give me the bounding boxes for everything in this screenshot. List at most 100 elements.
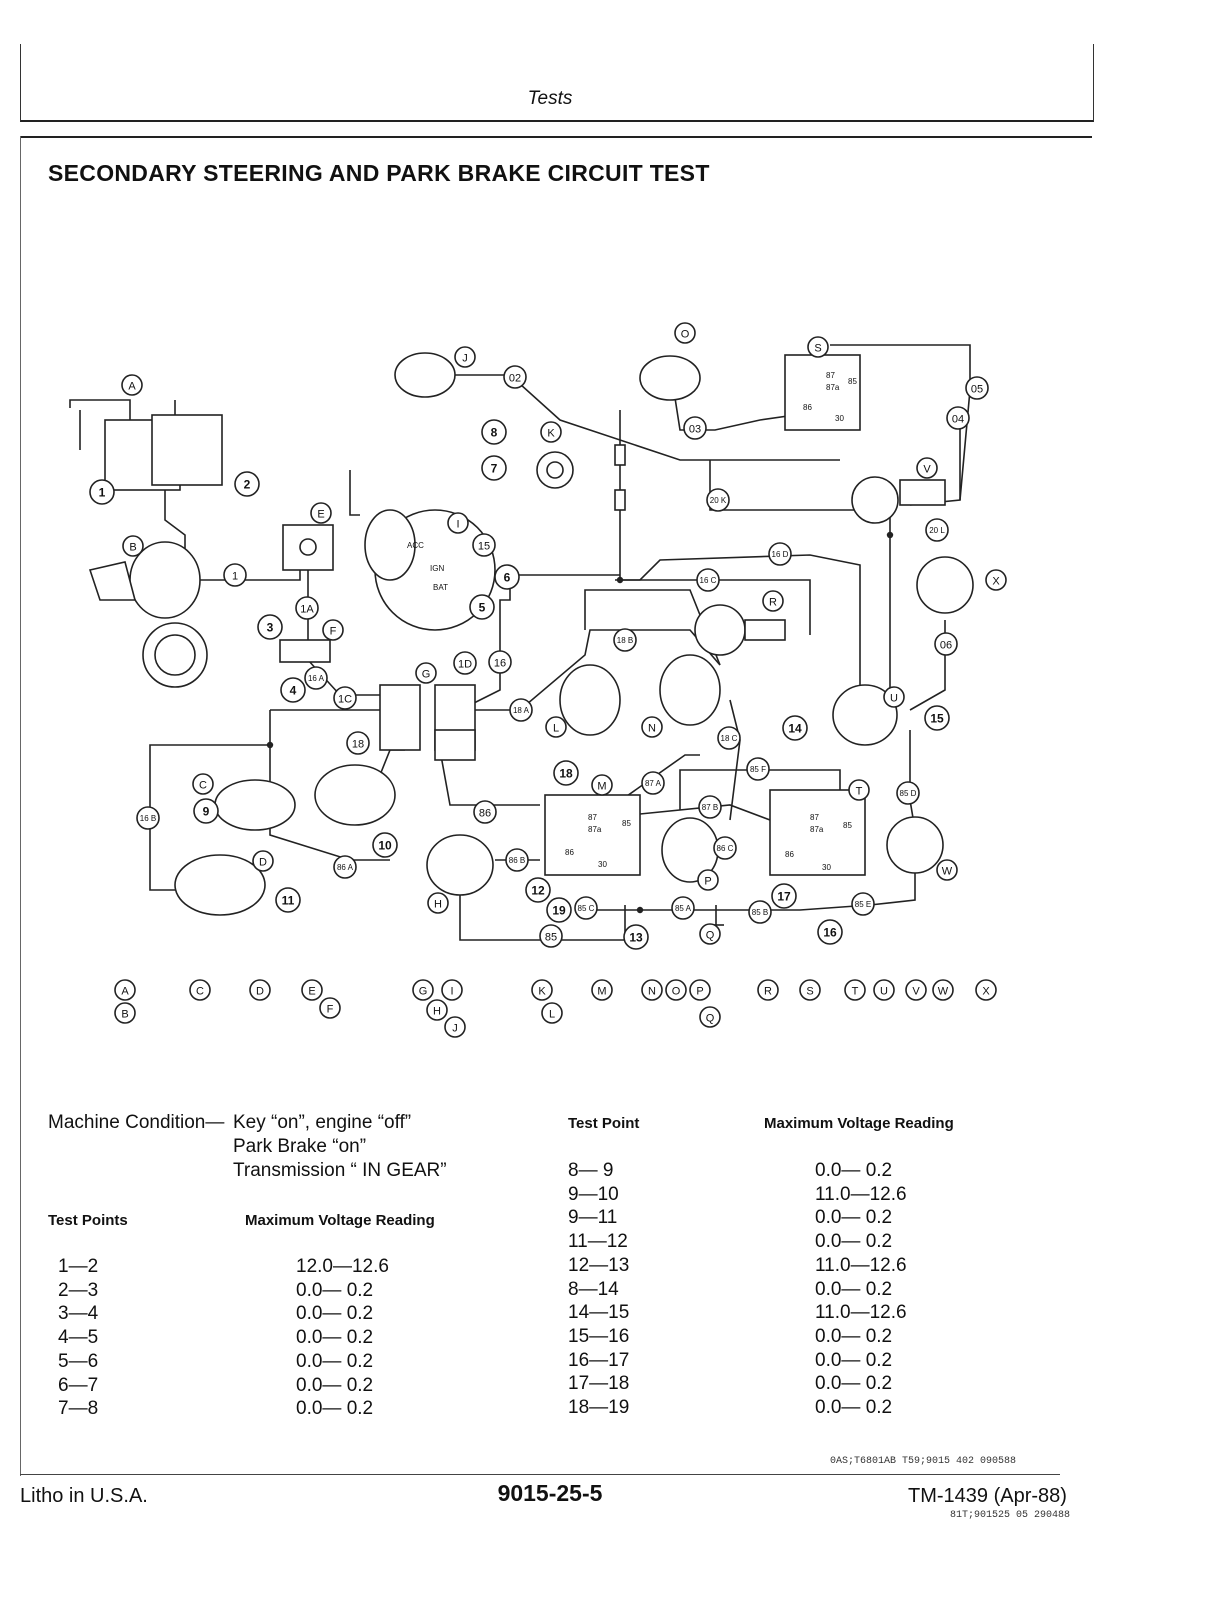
- right-table-voltage-reading: 0.0— 0.2: [815, 1231, 893, 1253]
- component-label-s: S: [807, 336, 829, 358]
- wire-85d: [909, 730, 916, 831]
- sensor-r: [694, 604, 746, 656]
- svg-text:85: 85: [545, 932, 557, 944]
- component-label-i: I: [447, 512, 469, 534]
- condition-line-1: Key “on”, engine “off”: [233, 1112, 412, 1133]
- right-table-test-points: 8—14: [568, 1278, 619, 1300]
- svg-text:N: N: [648, 723, 656, 735]
- svg-text:F: F: [330, 626, 337, 638]
- svg-text:E: E: [317, 509, 324, 521]
- legend-a: A: [114, 979, 136, 1001]
- svg-text:05: 05: [971, 384, 983, 396]
- sensor-r-body: [744, 619, 786, 641]
- wire-label-1a: 1A: [295, 596, 319, 620]
- motor-v: [851, 476, 899, 524]
- left-table-voltage-reading: 0.0— 0.2: [296, 1350, 374, 1372]
- svg-text:G: G: [422, 669, 431, 681]
- test-point-1: 1: [89, 479, 115, 505]
- wire-label-85-c: 85 C: [574, 896, 598, 920]
- relay-t-30: 30: [822, 863, 831, 872]
- terminal-block-f: [279, 639, 331, 663]
- relay-m-87a: 87a: [588, 825, 602, 834]
- svg-text:15: 15: [930, 712, 944, 726]
- svg-text:7: 7: [491, 462, 498, 476]
- svg-text:18: 18: [352, 739, 364, 751]
- junction-dot: [636, 906, 644, 914]
- svg-text:K: K: [547, 428, 555, 440]
- wire-label-86-c: 86 C: [713, 836, 737, 860]
- svg-text:Q: Q: [706, 1013, 715, 1025]
- svg-text:L: L: [549, 1009, 555, 1021]
- svg-text:V: V: [923, 464, 931, 476]
- wiring-diagram: ABCDEFGHIJKLMNOPQRSTUVWX1234567891011121…: [69, 322, 1007, 1038]
- left-table-test-points: 2—3: [58, 1279, 99, 1301]
- left-table-header-points: Test Points: [48, 1212, 128, 1229]
- wire-label-16: 16: [488, 650, 512, 674]
- relay-t: [769, 789, 866, 876]
- svg-text:4: 4: [290, 684, 297, 698]
- component-label-k: K: [540, 421, 562, 443]
- right-table-test-points: 16—17: [568, 1349, 630, 1371]
- svg-text:86: 86: [479, 808, 491, 820]
- svg-text:V: V: [912, 986, 920, 998]
- legend-p: P: [689, 979, 711, 1001]
- test-point-9: 9: [193, 798, 219, 824]
- svg-text:87 A: 87 A: [645, 779, 662, 788]
- footer-left: Litho in U.S.A.: [20, 1485, 148, 1507]
- relay-m: [544, 794, 641, 876]
- solenoid-j: [394, 352, 456, 398]
- wire-label-86: 86: [473, 800, 497, 824]
- wire-16: [499, 574, 620, 625]
- wire-label-16-a: 16 A: [304, 666, 328, 690]
- svg-text:P: P: [704, 876, 711, 888]
- legend-h: H: [426, 999, 448, 1021]
- wire-label-04: 04: [946, 406, 970, 430]
- right-table-voltage-reading: 0.0— 0.2: [815, 1373, 893, 1395]
- relay-m-85: 85: [622, 819, 631, 828]
- wire-label-18-b: 18 B: [613, 628, 637, 652]
- component-label-c: C: [192, 773, 214, 795]
- svg-text:1: 1: [232, 571, 238, 583]
- svg-text:P: P: [696, 986, 703, 998]
- svg-text:A: A: [121, 986, 129, 998]
- right-table-test-points: 9—10: [568, 1183, 619, 1205]
- switch-w: [886, 816, 944, 874]
- wire-label-85: 85: [539, 924, 563, 948]
- wire-86: [439, 749, 540, 806]
- legend-s: S: [799, 979, 821, 1001]
- svg-text:C: C: [196, 986, 204, 998]
- svg-text:3: 3: [267, 621, 274, 635]
- component-label-w: W: [936, 859, 958, 881]
- test-point-3: 3: [257, 614, 283, 640]
- legend-w: W: [932, 979, 954, 1001]
- svg-text:16 A: 16 A: [308, 674, 325, 683]
- svg-text:G: G: [419, 986, 428, 998]
- title-rule: [20, 136, 1092, 138]
- component-label-l: L: [545, 716, 567, 738]
- right-table-test-points: 11—12: [568, 1231, 628, 1253]
- junction-dot: [886, 531, 894, 539]
- svg-text:19: 19: [552, 904, 566, 918]
- legend-r: R: [757, 979, 779, 1001]
- svg-text:15: 15: [478, 541, 490, 553]
- svg-text:86 A: 86 A: [337, 863, 354, 872]
- wire-label-16-c: 16 C: [696, 568, 720, 592]
- battery-neg: [69, 399, 131, 420]
- svg-text:13: 13: [629, 931, 643, 945]
- svg-text:U: U: [880, 986, 888, 998]
- legend-q: Q: [699, 1006, 721, 1028]
- svg-text:18 C: 18 C: [721, 734, 738, 743]
- junction-dot: [616, 576, 624, 584]
- right-table-test-points: 8— 9: [568, 1160, 614, 1181]
- wire-label-03: 03: [683, 416, 707, 440]
- left-table-test-points: 7—8: [58, 1398, 99, 1420]
- test-point-14: 14: [782, 715, 808, 741]
- left-margin-rule: [20, 136, 21, 1476]
- left-table-voltage-reading: 0.0— 0.2: [296, 1279, 374, 1301]
- switch-h: [426, 834, 494, 896]
- svg-text:1C: 1C: [338, 694, 352, 706]
- wire-16d: [619, 410, 861, 710]
- fuse-1: [614, 444, 626, 466]
- component-label-t: T: [848, 779, 870, 801]
- svg-text:1D: 1D: [458, 659, 472, 671]
